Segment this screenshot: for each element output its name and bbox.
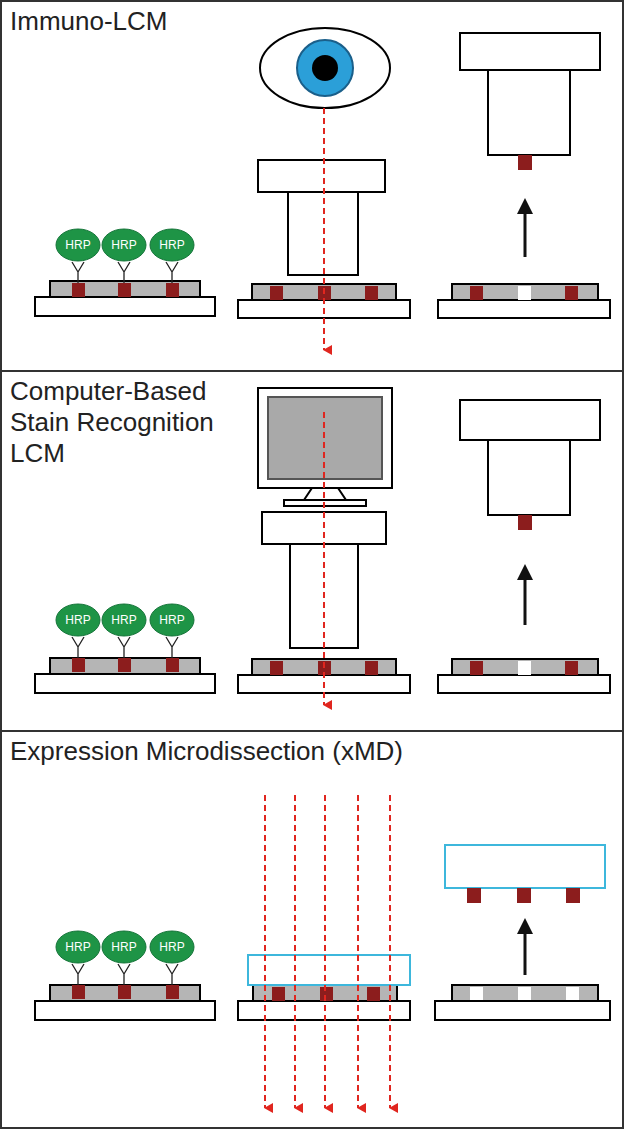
hrp-label: HRP xyxy=(55,603,101,637)
slide xyxy=(438,300,610,318)
hrp-label: HRP xyxy=(55,228,101,262)
hrp-label: HRP xyxy=(149,603,195,637)
panel: Immuno-LCMHRPHRPHRP xyxy=(0,0,624,372)
hrp-ellipse: HRP xyxy=(55,228,101,262)
slide xyxy=(35,674,215,693)
cap xyxy=(488,440,570,515)
laser-beam xyxy=(323,412,325,705)
cap xyxy=(488,70,570,155)
tissue xyxy=(50,658,200,674)
panel-title: Immuno-LCM xyxy=(10,6,330,37)
hrp-ellipse: HRP xyxy=(101,228,147,262)
hrp-label: HRP xyxy=(149,228,195,262)
iris xyxy=(297,40,353,96)
hrp-ellipse: HRP xyxy=(149,930,195,964)
hrp-label: HRP xyxy=(149,930,195,964)
hrp-ellipse: HRP xyxy=(149,603,195,637)
cap xyxy=(460,400,600,440)
hrp-ellipse: HRP xyxy=(101,930,147,964)
cap xyxy=(460,33,600,70)
hrp-label: HRP xyxy=(101,603,147,637)
hrp-ellipse: HRP xyxy=(55,603,101,637)
pupil xyxy=(312,55,338,81)
slide xyxy=(35,1001,215,1020)
laser-beam xyxy=(323,108,325,350)
tissue xyxy=(50,985,200,1001)
panel: Expression Microdissection (xMD)HRPHRPHR… xyxy=(0,730,624,1129)
film xyxy=(248,955,410,985)
tissue xyxy=(50,281,200,297)
hrp-label: HRP xyxy=(101,228,147,262)
film xyxy=(445,845,605,888)
tissue xyxy=(452,659,598,675)
hrp-label: HRP xyxy=(55,930,101,964)
hrp-ellipse: HRP xyxy=(55,930,101,964)
panel-title: Expression Microdissection (xMD) xyxy=(10,736,610,767)
slide xyxy=(435,1001,610,1020)
microscope xyxy=(258,160,385,192)
hrp-ellipse: HRP xyxy=(101,603,147,637)
hrp-ellipse: HRP xyxy=(149,228,195,262)
tissue xyxy=(452,284,598,300)
slide xyxy=(35,297,215,316)
hrp-label: HRP xyxy=(101,930,147,964)
panel: Computer-Based Stain Recognition LCMHRPH… xyxy=(0,370,624,732)
slide xyxy=(438,675,610,693)
eye xyxy=(260,28,390,108)
panel-title: Computer-Based Stain Recognition LCM xyxy=(10,376,242,469)
tissue xyxy=(452,985,598,1001)
